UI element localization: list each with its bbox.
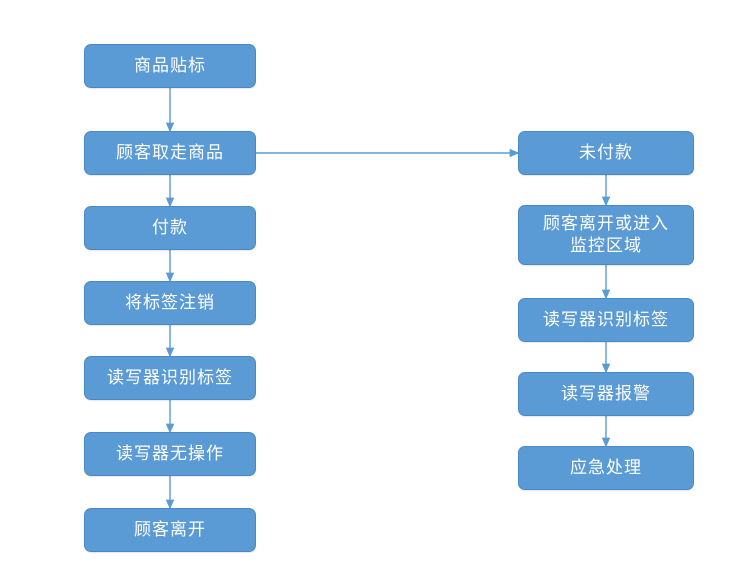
flow-node-label: 读写器识别标签	[543, 310, 669, 329]
flow-node-label: 付款	[152, 218, 188, 237]
flow-node-label: 将标签注销	[125, 293, 215, 312]
flow-node-l4[interactable]: 将标签注销	[84, 281, 256, 325]
flow-node-label: 顾客取走商品	[116, 143, 224, 162]
flow-node-label: 商品贴标	[134, 56, 206, 75]
flow-node-l6[interactable]: 读写器无操作	[84, 432, 256, 476]
flow-node-r2[interactable]: 顾客离开或进入 监控区域	[518, 205, 694, 265]
flow-node-label: 未付款	[579, 143, 633, 162]
flow-node-label: 顾客离开	[134, 520, 206, 539]
flow-node-l7[interactable]: 顾客离开	[84, 508, 256, 552]
flow-node-label: 顾客离开或进入 监控区域	[543, 214, 669, 255]
flow-node-label: 读写器无操作	[116, 444, 224, 463]
flow-node-r1[interactable]: 未付款	[518, 131, 694, 175]
flow-node-r3[interactable]: 读写器识别标签	[518, 298, 694, 342]
flow-node-l5[interactable]: 读写器识别标签	[84, 356, 256, 400]
flow-node-r4[interactable]: 读写器报警	[518, 372, 694, 416]
flow-node-l2[interactable]: 顾客取走商品	[84, 131, 256, 175]
flow-node-r5[interactable]: 应急处理	[518, 446, 694, 490]
flow-node-label: 读写器报警	[561, 384, 651, 403]
flow-node-l3[interactable]: 付款	[84, 206, 256, 250]
flow-node-l1[interactable]: 商品贴标	[84, 44, 256, 88]
flow-node-label: 应急处理	[570, 458, 642, 477]
flow-node-label: 读写器识别标签	[107, 368, 233, 387]
